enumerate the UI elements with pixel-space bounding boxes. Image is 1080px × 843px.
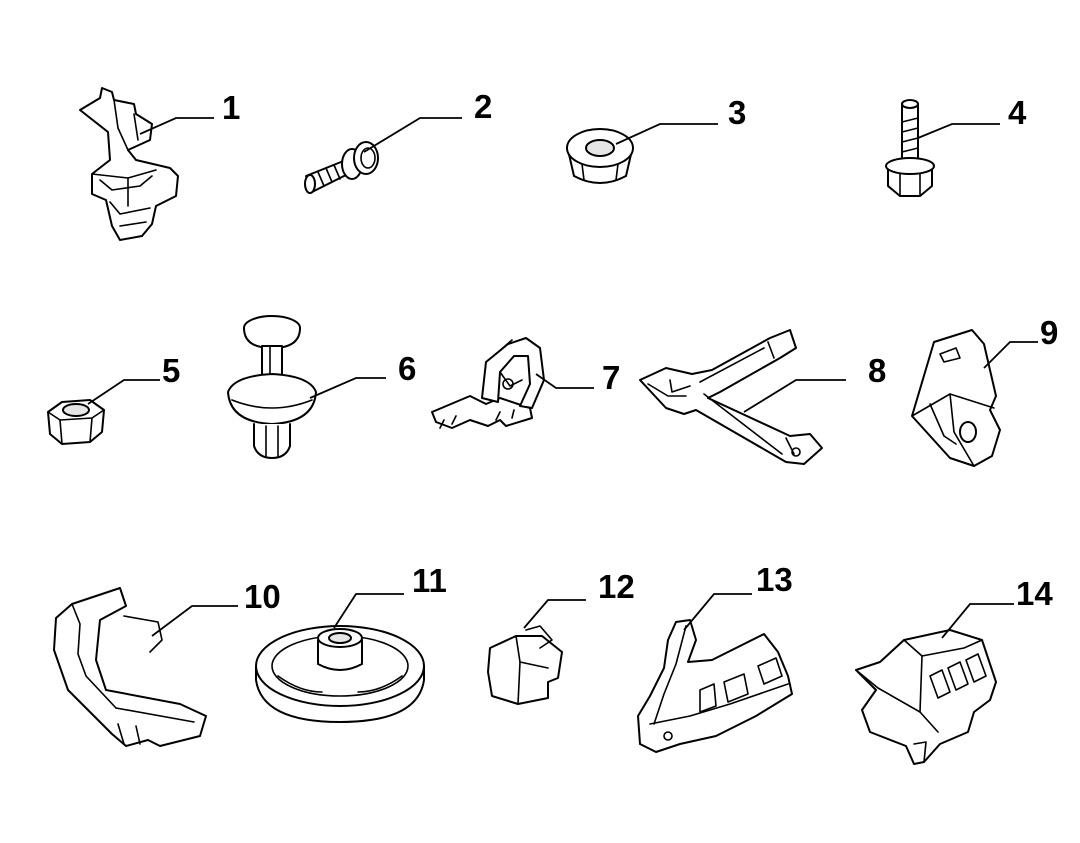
part-4-screw[interactable]	[885, 99, 935, 197]
leader-line-2	[363, 117, 462, 153]
part-6-push-rivet[interactable]	[227, 315, 317, 459]
part-12-cable-clip[interactable]	[487, 625, 563, 705]
leader-line-6	[309, 377, 386, 399]
part-3-spacer-nut[interactable]	[566, 128, 634, 184]
leader-line-11	[333, 593, 404, 629]
part-1-clip[interactable]	[79, 87, 179, 241]
callout-13: 13	[756, 561, 793, 598]
part-5-hex-nut[interactable]	[47, 399, 105, 445]
part-7-harness-clip[interactable]	[431, 337, 545, 429]
callout-14: 14	[1016, 575, 1053, 612]
callout-3: 3	[728, 94, 746, 131]
callout-7: 7	[602, 359, 620, 396]
leader-line-12	[523, 599, 586, 629]
leader-line-7	[535, 373, 594, 389]
callout-2: 2	[474, 88, 492, 125]
callout-1: 1	[222, 89, 240, 126]
leader-line-1	[139, 117, 214, 135]
callout-5: 5	[162, 352, 180, 389]
leader-line-4	[917, 123, 1000, 139]
leader-line-5	[87, 379, 160, 405]
leader-line-3	[615, 123, 718, 145]
part-14-connector-housing[interactable]	[855, 629, 997, 765]
part-8-long-bracket[interactable]	[639, 329, 823, 465]
callout-8: 8	[868, 352, 886, 389]
leader-line-14	[941, 603, 1014, 639]
leader-line-10	[151, 605, 238, 637]
callout-10: 10	[244, 578, 281, 615]
part-2-bolt[interactable]	[304, 141, 379, 194]
callout-12: 12	[598, 568, 635, 605]
callout-9: 9	[1040, 314, 1058, 351]
callout-6: 6	[398, 350, 416, 387]
callout-4: 4	[1008, 94, 1027, 131]
leader-line-13	[683, 593, 752, 631]
leader-line-9	[983, 341, 1038, 369]
part-13-harness-bracket[interactable]	[637, 619, 793, 753]
leader-line-8	[743, 379, 846, 413]
callout-11: 11	[412, 562, 447, 599]
part-11-disc-grommet[interactable]	[255, 625, 425, 723]
part-9-angled-bracket[interactable]	[911, 329, 1001, 467]
